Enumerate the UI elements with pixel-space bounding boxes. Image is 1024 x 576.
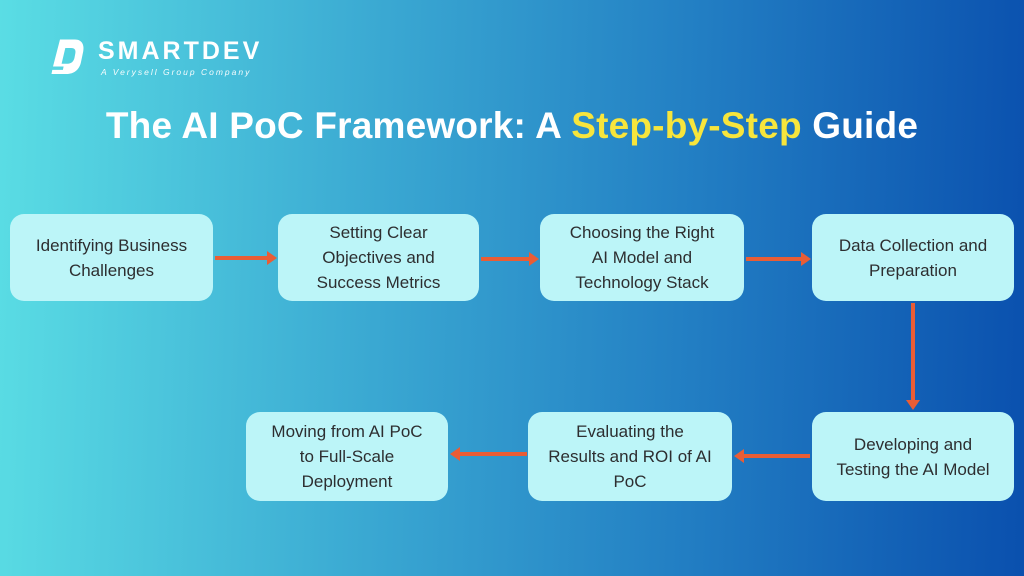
flow-step-7: Moving from AI PoC to Full-Scale Deploym… bbox=[246, 412, 448, 501]
brand-tagline: A Verysell Group Company bbox=[101, 66, 252, 77]
flow-step-1-label: Identifying Business Challenges bbox=[35, 235, 188, 280]
arrow-step6-to-step7-icon bbox=[450, 447, 527, 461]
arrow-step3-to-step4-icon bbox=[746, 252, 811, 266]
flow-step-4-label: Data Collection and Preparation bbox=[838, 235, 988, 280]
smartdev-logo: SMARTDEV A Verysell Group Company bbox=[42, 37, 262, 77]
arrow-step1-to-step2-icon bbox=[215, 251, 277, 265]
flow-step-6-label: Evaluating the Results and ROI of AI PoC bbox=[548, 422, 712, 491]
flow-step-5-label: Developing and Testing the AI Model bbox=[836, 434, 990, 479]
flow-step-2: Setting Clear Objectives and Success Met… bbox=[278, 214, 479, 301]
flow-step-7-label: Moving from AI PoC to Full-Scale Deploym… bbox=[271, 422, 423, 491]
logo-text-block: SMARTDEV A Verysell Group Company bbox=[98, 38, 262, 77]
arrow-step2-to-step3-icon bbox=[481, 252, 539, 266]
flow-step-3: Choosing the Right AI Model and Technolo… bbox=[540, 214, 744, 301]
flow-step-6: Evaluating the Results and ROI of AI PoC bbox=[528, 412, 732, 501]
arrow-step5-to-step6-icon bbox=[734, 449, 810, 463]
flow-step-3-label: Choosing the Right AI Model and Technolo… bbox=[569, 223, 715, 292]
title-prefix: The AI PoC Framework: A bbox=[105, 105, 572, 146]
flow-step-1: Identifying Business Challenges bbox=[10, 214, 213, 301]
flow-step-5: Developing and Testing the AI Model bbox=[812, 412, 1014, 501]
smartdev-d-icon bbox=[51, 39, 84, 74]
page-title: The AI PoC Framework: A Step-by-Step Gui… bbox=[0, 103, 1024, 149]
title-highlight: Step-by-Step bbox=[571, 105, 802, 146]
flow-step-2-label: Setting Clear Objectives and Success Met… bbox=[316, 223, 441, 292]
flow-step-4: Data Collection and Preparation bbox=[812, 214, 1014, 301]
arrow-step4-to-step5-icon bbox=[906, 303, 920, 410]
title-suffix: Guide bbox=[801, 105, 919, 146]
brand-name: SMARTDEV bbox=[98, 36, 263, 65]
